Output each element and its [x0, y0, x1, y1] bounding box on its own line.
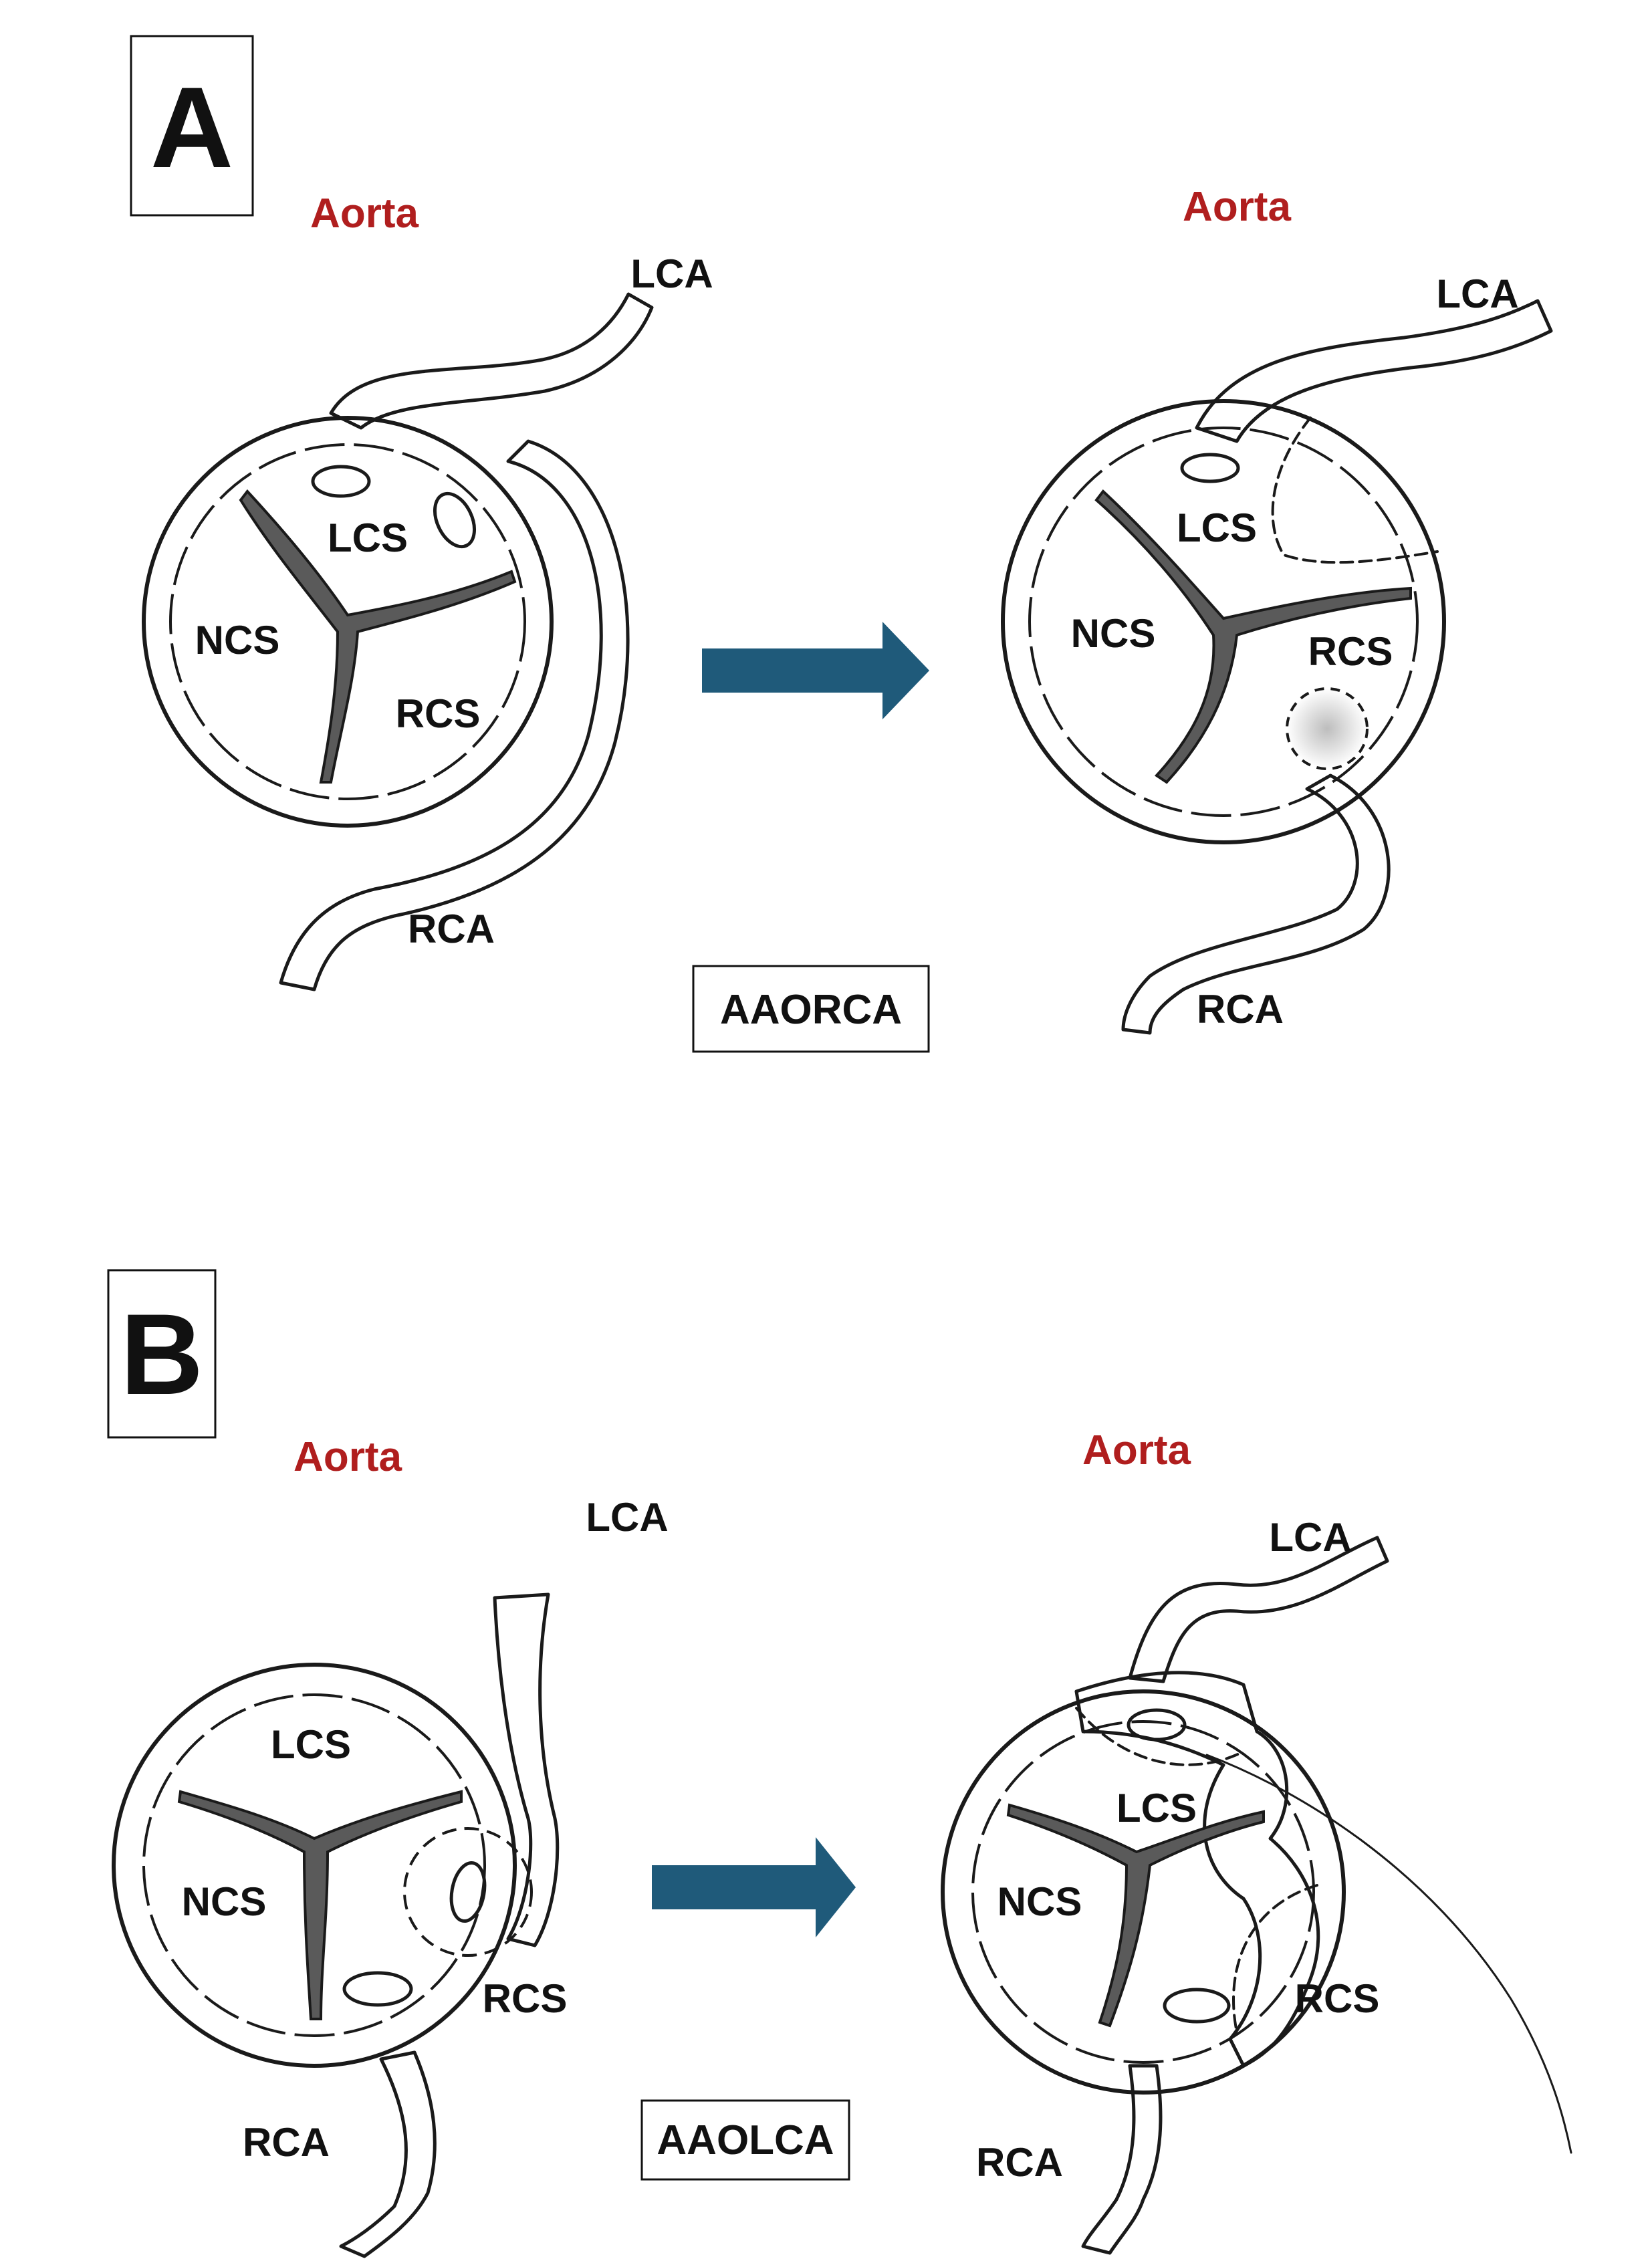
- label-ncs: NCS: [997, 1879, 1082, 1924]
- label-lca: LCA: [586, 1495, 668, 1540]
- aortic-root-outer: [142, 416, 554, 828]
- label-rcs: RCS: [483, 1976, 568, 2021]
- panel-b-letter-box: [107, 1269, 217, 1439]
- suture-line-lcs: [1075, 1707, 1245, 1766]
- reimplanted-rca-ostium: [1286, 687, 1369, 770]
- label-aorta: Aorta: [310, 191, 419, 237]
- aortic-root-outer: [112, 1663, 517, 2068]
- commissure-lines: [1006, 1803, 1265, 2028]
- procedure-label-box: [692, 965, 930, 1053]
- lca-vessel: [1195, 299, 1553, 443]
- label-rcs: RCS: [396, 691, 481, 736]
- ostium-lca: [449, 1861, 487, 1923]
- label-rcs: RCS: [1295, 1976, 1380, 2021]
- label-rca: RCA: [408, 907, 495, 951]
- panel-a-before-diagram: Aorta LCA RCA LCS NCS RCS: [142, 191, 713, 991]
- label-rca: RCA: [1197, 987, 1284, 1032]
- rca-vessel: [279, 439, 630, 991]
- label-ncs: NCS: [195, 618, 280, 663]
- lca-vessel: [1128, 1536, 1389, 1683]
- suture-line-lcs: [1271, 416, 1439, 564]
- label-aorta: Aorta: [293, 1434, 402, 1480]
- panel-a-letter: A: [150, 64, 233, 192]
- label-ncs: NCS: [1071, 611, 1156, 656]
- aortic-annulus-dashed: [971, 1720, 1315, 2064]
- procedure-label-box: [640, 2099, 850, 2181]
- arrow-icon: [652, 1837, 856, 1937]
- panel-a-after-diagram: Aorta LCA RCA LCS NCS RCS: [1001, 184, 1553, 1035]
- label-rca: RCA: [243, 2120, 330, 2165]
- aortic-root-outer: [1001, 399, 1446, 844]
- panel-b: B Aorta LCA RCA LCS NCS RCS AAOLCA: [107, 1269, 1572, 2258]
- aortic-annulus-dashed: [142, 1693, 486, 2037]
- label-rca: RCA: [976, 2140, 1063, 2185]
- ostium-lca: [1180, 453, 1240, 483]
- arrow-icon: [702, 622, 929, 719]
- label-lca: LCA: [1269, 1515, 1351, 1560]
- procedure-label: AAOLCA: [657, 2117, 834, 2163]
- procedure-label: AAORCA: [720, 987, 902, 1033]
- commissure-lines: [177, 1790, 463, 2020]
- panel-a-letter-box: [130, 35, 254, 217]
- label-lca: LCA: [1436, 271, 1518, 316]
- ostium-rca: [433, 491, 477, 549]
- suture-thread: [1205, 1754, 1572, 2154]
- label-rcs: RCS: [1308, 629, 1393, 674]
- label-aorta: Aorta: [1183, 184, 1291, 230]
- panel-b-after-diagram: Aorta LCA RCA LCS NCS RCS: [941, 1427, 1572, 2255]
- aortic-annulus-dashed: [169, 443, 526, 800]
- rca-vessel: [1121, 774, 1391, 1035]
- ostium-rca: [342, 1971, 413, 2007]
- rca-vessel: [1081, 2064, 1163, 2255]
- intramural-course-dashed: [403, 1827, 533, 1957]
- commissure-lines: [239, 489, 517, 784]
- label-lcs: LCS: [328, 515, 408, 560]
- lca-vessel: [329, 292, 654, 430]
- aortic-annulus-dashed: [1028, 427, 1419, 817]
- label-aorta: Aorta: [1082, 1427, 1191, 1473]
- label-lca: LCA: [630, 251, 713, 296]
- lca-vessel: [493, 1592, 560, 1947]
- label-ncs: NCS: [182, 1879, 267, 1924]
- label-lcs: LCS: [1116, 1786, 1197, 1830]
- ostium-lca: [311, 465, 371, 498]
- ostium-rca: [1163, 1988, 1231, 2024]
- label-lcs: LCS: [271, 1722, 351, 1767]
- suture-line-rcs: [1232, 1884, 1318, 2034]
- panel-b-before-diagram: Aorta LCA RCA LCS NCS RCS: [112, 1434, 669, 2258]
- label-lcs: LCS: [1177, 505, 1257, 550]
- panel-b-letter: B: [120, 1290, 203, 1419]
- commissure-lines: [1094, 489, 1412, 784]
- ostium-lca: [1127, 1708, 1187, 1742]
- panel-a: A Aorta LCA RCA LCS NCS RCS AAORCA: [130, 35, 1553, 1053]
- aortic-root-outer: [941, 1689, 1346, 2095]
- rca-vessel: [339, 2050, 437, 2258]
